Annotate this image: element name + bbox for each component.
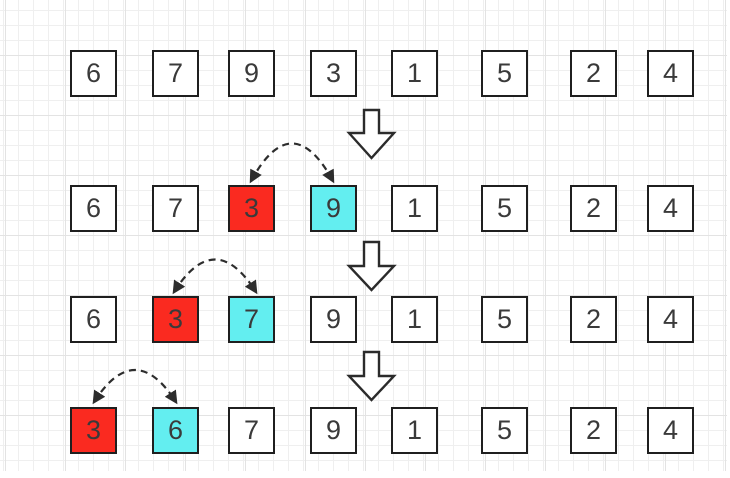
array-cell-highlight-cyan: 6 xyxy=(152,407,199,454)
step-down-arrow-icon xyxy=(346,240,397,292)
array-cell: 5 xyxy=(481,296,528,343)
array-cell: 9 xyxy=(310,407,357,454)
array-cell: 4 xyxy=(647,407,694,454)
array-cell: 9 xyxy=(310,296,357,343)
array-cell: 1 xyxy=(391,50,438,97)
array-cell: 3 xyxy=(310,50,357,97)
swap-arc-icon xyxy=(172,258,258,295)
swap-arc-icon xyxy=(249,142,335,184)
array-cell: 1 xyxy=(391,296,438,343)
array-cell: 2 xyxy=(570,407,617,454)
step-down-arrow-icon xyxy=(346,108,397,160)
array-cell: 1 xyxy=(391,185,438,232)
array-cell-highlight-cyan: 9 xyxy=(310,185,357,232)
array-cell: 7 xyxy=(152,185,199,232)
array-cell: 7 xyxy=(228,407,275,454)
array-cell: 7 xyxy=(152,50,199,97)
array-cell-highlight-cyan: 7 xyxy=(228,296,275,343)
array-cell: 6 xyxy=(70,185,117,232)
swap-arc-icon xyxy=(92,368,178,405)
array-cell: 4 xyxy=(647,185,694,232)
array-cell-highlight-red: 3 xyxy=(228,185,275,232)
array-cell: 5 xyxy=(481,50,528,97)
array-cell: 6 xyxy=(70,50,117,97)
array-cell: 2 xyxy=(570,185,617,232)
array-cell: 5 xyxy=(481,185,528,232)
array-cell-highlight-red: 3 xyxy=(152,296,199,343)
array-cell: 2 xyxy=(570,50,617,97)
array-cell: 6 xyxy=(70,296,117,343)
array-cell: 4 xyxy=(647,296,694,343)
array-cell-highlight-red: 3 xyxy=(70,407,117,454)
array-cell: 9 xyxy=(228,50,275,97)
array-cell: 5 xyxy=(481,407,528,454)
array-cell: 1 xyxy=(391,407,438,454)
step-down-arrow-icon xyxy=(346,350,397,402)
array-cell: 2 xyxy=(570,296,617,343)
array-cell: 4 xyxy=(647,50,694,97)
